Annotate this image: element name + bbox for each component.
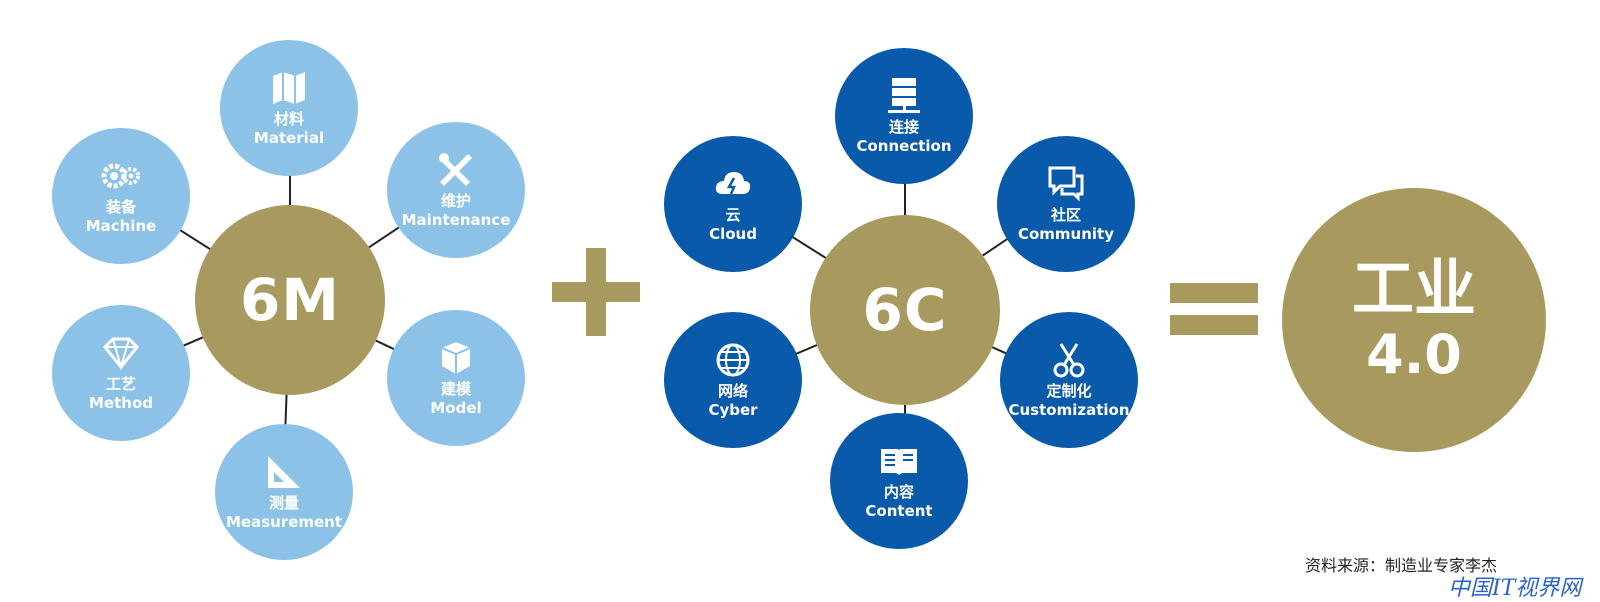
- node-label-en: Measurement: [225, 513, 343, 531]
- node-label-zh: 维护: [440, 192, 471, 210]
- node-label-zh: 连接: [888, 118, 919, 136]
- server-icon: [888, 78, 920, 113]
- watermark-logo: 中国IT视界网: [1448, 576, 1582, 601]
- node-label-zh: 网络: [717, 382, 748, 400]
- node-connection: 连接 Connection: [835, 48, 973, 184]
- hub-6c-label: 6C: [862, 276, 948, 344]
- node-label-en: Maintenance: [401, 211, 511, 229]
- source-note: 资料来源：制造业专家李杰: [1305, 556, 1498, 575]
- diamond-icon: [102, 337, 140, 371]
- node-customization: 定制化 Customization: [1000, 312, 1138, 448]
- node-label-zh: 定制化: [1046, 382, 1092, 400]
- node-machine: 装备 Machine: [52, 128, 190, 264]
- node-label-en: Connection: [856, 137, 952, 155]
- node-label-en: Method: [89, 394, 153, 412]
- hub-6m-label: 6M: [239, 266, 341, 334]
- node-label-zh: 测量: [268, 494, 299, 512]
- ruler-icon: [268, 456, 300, 488]
- node-label-en: Machine: [85, 217, 157, 235]
- hub-6c: 6C: [810, 215, 1000, 405]
- node-label-zh: 装备: [105, 198, 136, 216]
- result-title: 工业: [1351, 252, 1476, 325]
- node-label-en: Customization: [1008, 401, 1130, 419]
- node-label-en: Cloud: [709, 225, 757, 243]
- node-label-zh: 材料: [273, 110, 304, 128]
- node-label-zh: 内容: [883, 483, 914, 501]
- node-label-en: Cyber: [708, 401, 758, 419]
- node-label-en: Model: [430, 399, 482, 417]
- scissors-icon: [1053, 343, 1085, 378]
- gears-icon: [101, 163, 140, 189]
- node-community: 社区 Community: [997, 136, 1135, 272]
- box-icon: [441, 342, 471, 374]
- node-material: 材料 Material: [220, 40, 358, 176]
- node-label-en: Content: [865, 502, 933, 520]
- map-icon: [273, 72, 305, 104]
- node-label-zh: 工艺: [105, 375, 136, 393]
- node-label-zh: 建模: [440, 380, 471, 398]
- node-maintenance: 维护 Maintenance: [387, 122, 525, 258]
- tools-icon: [439, 153, 472, 186]
- node-model: 建模 Model: [387, 310, 525, 446]
- node-label-en: Community: [1017, 225, 1115, 243]
- chat-icon: [1048, 166, 1084, 202]
- book-icon: [881, 449, 917, 475]
- hub-6m: 6M: [195, 205, 385, 395]
- node-content: 内容 Content: [830, 413, 968, 549]
- node-label-zh: 社区: [1050, 206, 1081, 224]
- node-method: 工艺 Method: [52, 305, 190, 441]
- cloud-icon: [715, 172, 751, 195]
- result-circle: 工业 4.0: [1282, 188, 1546, 452]
- result-version: 4.0: [1366, 323, 1462, 386]
- node-measurement: 测量 Measurement: [215, 424, 353, 560]
- node-label-en: Material: [253, 129, 325, 147]
- node-cloud: 云 Cloud: [664, 136, 802, 272]
- node-cyber: 网络 Cyber: [664, 312, 802, 448]
- node-label-zh: 云: [725, 206, 741, 224]
- globe-icon: [716, 343, 750, 377]
